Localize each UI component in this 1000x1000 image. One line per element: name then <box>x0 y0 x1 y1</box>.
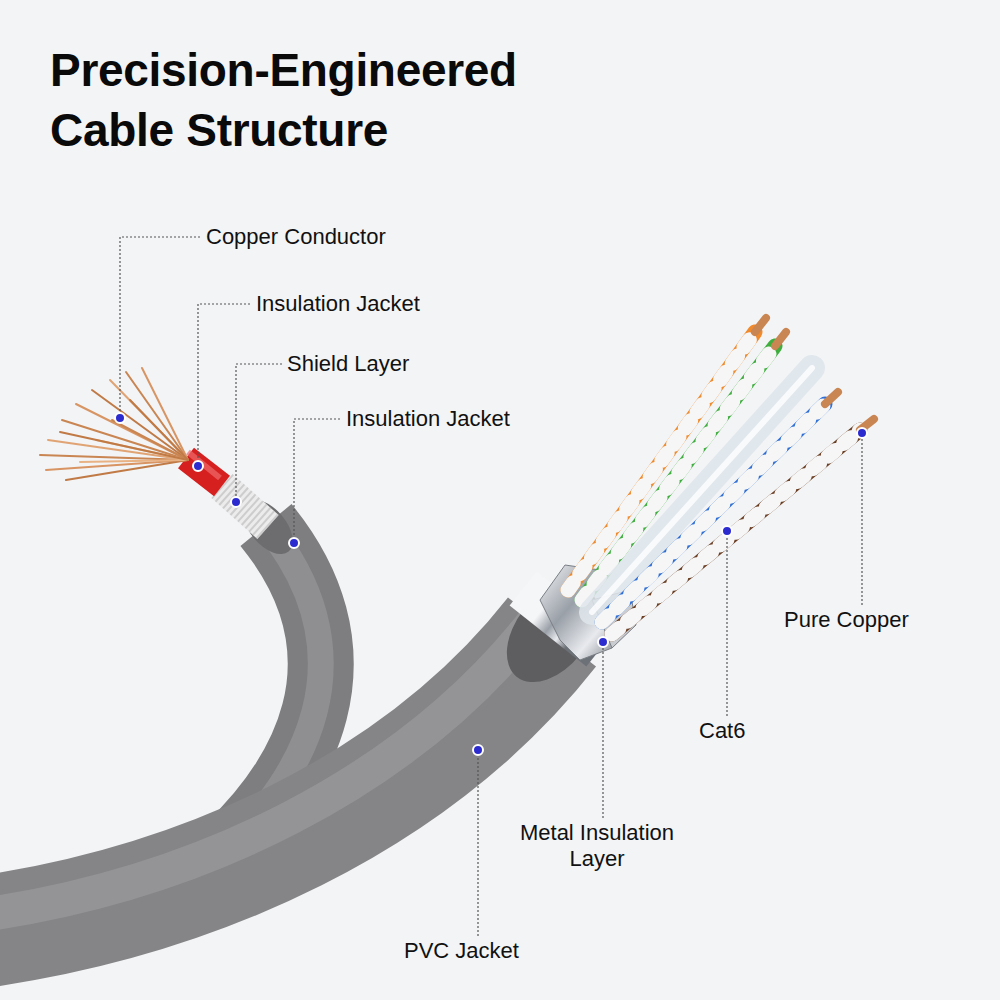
jacket-highlight <box>0 620 535 918</box>
part-label: Pure Copper <box>784 607 909 633</box>
part-label: Insulation Jacket <box>346 406 510 432</box>
copper-strands <box>40 368 188 480</box>
part-label: Metal Insulation Layer <box>509 820 685 872</box>
part-label: Shield Layer <box>287 351 409 377</box>
right-cable <box>0 318 874 935</box>
part-label: Copper Conductor <box>206 224 386 250</box>
diagram-title: Precision-Engineered Cable Structure <box>50 40 610 160</box>
shield-layer <box>222 486 268 527</box>
leader-dots <box>115 413 867 755</box>
leader-lines <box>120 237 862 936</box>
part-label: Insulation Jacket <box>256 291 420 317</box>
insulation-highlight <box>188 452 220 478</box>
twisted-pairs <box>568 318 874 634</box>
shield-braid <box>222 486 268 527</box>
part-label: Cat6 <box>699 718 745 744</box>
part-label: PVC Jacket <box>404 938 519 964</box>
